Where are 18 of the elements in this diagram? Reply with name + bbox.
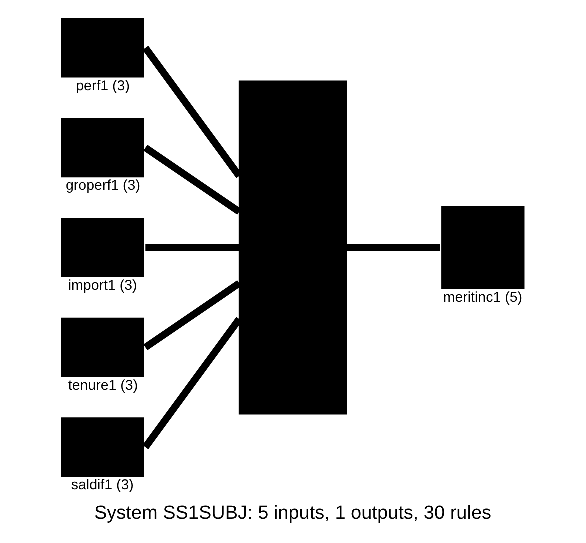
node-label: import1 (3) [68,278,138,294]
connector [146,244,240,252]
node-box [61,418,144,478]
connector [144,144,242,215]
node-label: perf1 (3) [76,78,130,94]
node-box [61,118,144,178]
node-box [442,206,525,290]
node-box [61,318,144,378]
node-label: saldif1 (3) [71,478,134,494]
connector [144,280,242,350]
node-box [61,18,144,78]
diagram-title: System SS1SUBJ: 5 inputs, 1 outputs, 30 rules [94,503,492,524]
connector [346,244,440,252]
node-label: groperf1 (3) [66,178,140,194]
node-label: tenure1 (3) [68,378,138,394]
node-box [61,218,144,278]
node-label: meritinc1 (5) [443,290,523,306]
node-box [238,80,348,415]
